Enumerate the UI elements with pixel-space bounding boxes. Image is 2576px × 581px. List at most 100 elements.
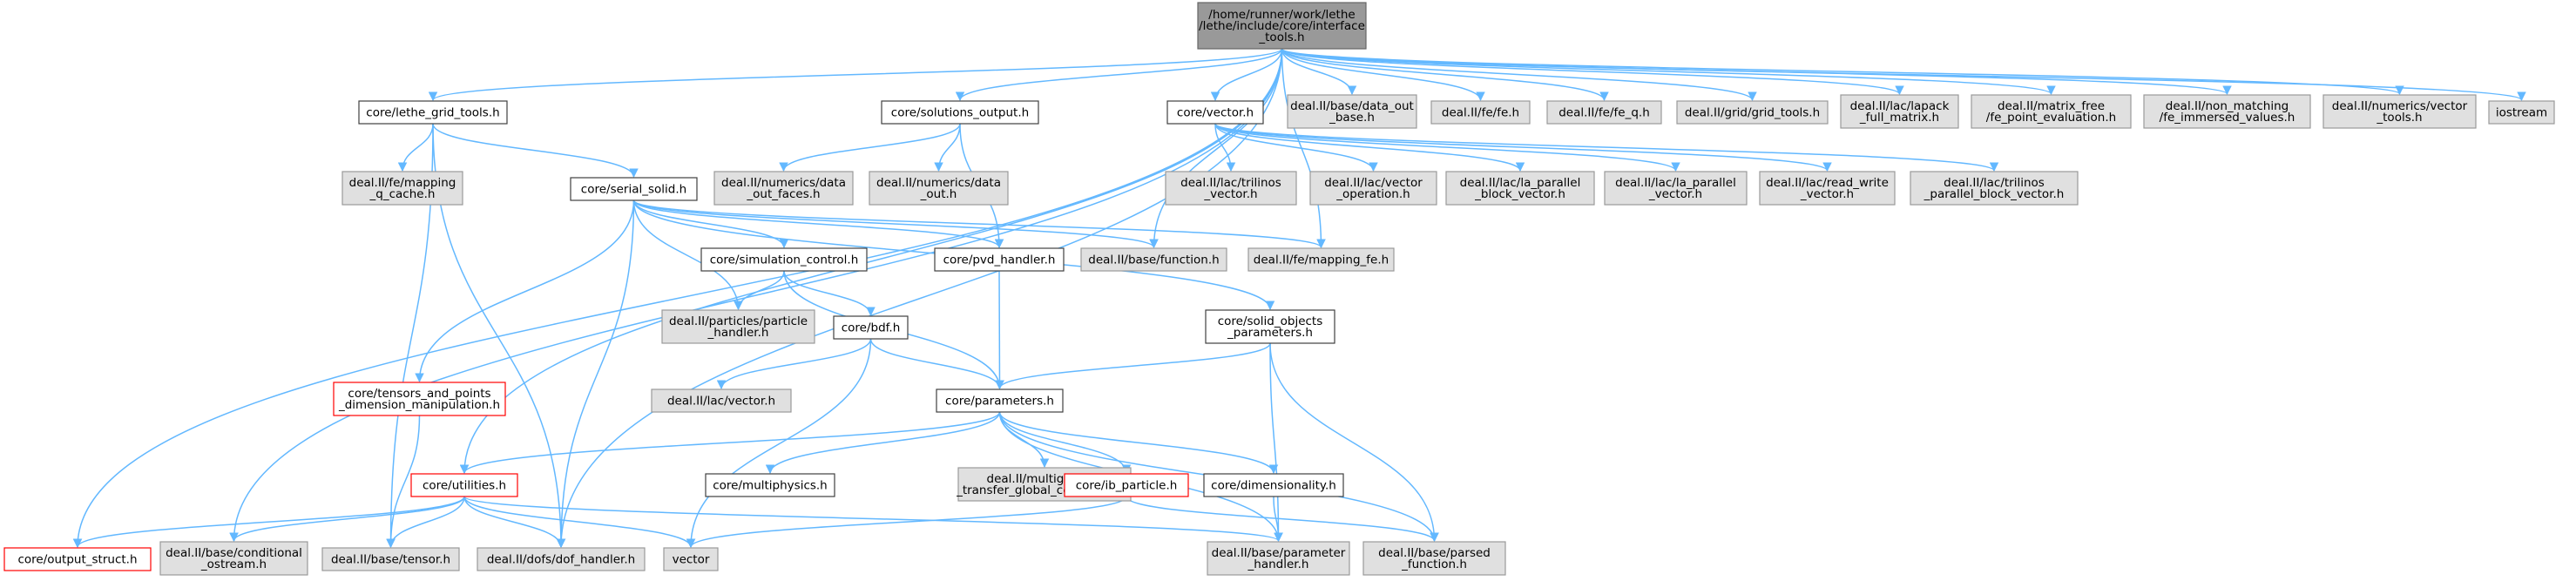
node-vector_operation[interactable]: deal.II/lac/vector_operation.h [1309,171,1437,206]
node-conditional_ostream-box [159,541,308,576]
edge-root-to-lethe_grid_tools [429,48,1283,102]
node-dof_handler-box [477,547,646,571]
node-data_out[interactable]: deal.II/numerics/data_out.h [869,171,1009,206]
node-read_write_vector-label: deal.II/lac/read_write_vector.h [1766,176,1889,201]
node-lethe_grid_tools[interactable]: core/lethe_grid_tools.h [358,100,508,125]
edge-parameters-to-multiphysics [765,411,1001,475]
node-multiphysics-label: core/multiphysics.h [713,479,828,493]
node-root[interactable]: /home/runner/work/lethe/lethe/include/co… [1197,2,1367,50]
edge-utilities-to-dof_handler [463,496,566,549]
node-simulation_control[interactable]: core/simulation_control.h [700,247,868,272]
node-output_struct[interactable]: core/output_struct.h [3,547,152,571]
edge-root-to-iostream [1281,48,2526,102]
node-read_write_vector[interactable]: deal.II/lac/read_write_vector.h [1759,171,1896,206]
node-data_out_base[interactable]: deal.II/base/data_out_base.h [1287,94,1417,129]
node-lapack-box [1840,94,1959,129]
node-utilities-label: core/utilities.h [423,479,506,493]
edge-parameters-to-dimensionality [998,411,1279,475]
node-data_out_base-label: deal.II/base/data_out_base.h [1290,99,1414,125]
node-base_tensor[interactable]: deal.II/base/tensor.h [321,547,460,571]
edge-root-to-output_struct [72,48,1283,549]
node-base_function[interactable]: deal.II/base/function.h [1080,247,1227,272]
node-tensors_and_points[interactable]: core/tensors_and_points_dimension_manipu… [333,382,506,416]
node-utilities[interactable]: core/utilities.h [410,473,518,497]
node-trilinos_parallel_block_vector[interactable]: deal.II/lac/trilinos_parallel_block_vect… [1910,171,2079,206]
node-utilities-box [410,473,518,497]
node-bdf-box [833,315,909,340]
node-grid_tools-label: deal.II/grid/grid_tools.h [1685,106,1820,120]
node-la_parallel_vector-label: deal.II/lac/la_parallel_vector.h [1615,176,1736,201]
edge-vector_h-to-read_write_vector [1214,123,1832,172]
edge-lethe_grid_tools-to-mapping_q_cache [397,123,434,172]
node-numerics_vector_tools[interactable]: deal.II/numerics/vector_tools.h [2322,94,2477,129]
node-mapping_fe-box [1247,247,1395,272]
node-matrix_free[interactable]: deal.II/matrix_free/fe_point_evaluation.… [1971,94,2132,129]
node-base_tensor-label: deal.II/base/tensor.h [331,553,450,567]
node-dof_handler[interactable]: deal.II/dofs/dof_handler.h [477,547,646,571]
node-lac_vector[interactable]: deal.II/lac/vector.h [651,388,792,413]
edge-parameters-to-ib_particle [998,411,1132,475]
node-particle_handler[interactable]: deal.II/particles/particle_handler.h [661,309,815,344]
node-grid_tools[interactable]: deal.II/grid/grid_tools.h [1676,100,1829,125]
node-bdf[interactable]: core/bdf.h [833,315,909,340]
node-pvd_handler[interactable]: core/pvd_handler.h [934,247,1065,272]
edge-solutions_output-to-data_out_faces [779,123,961,172]
node-la_parallel_block_vector[interactable]: deal.II/lac/la_parallel_block_vector.h [1445,171,1595,206]
edge-vector_h-to-la_parallel_block_vector [1214,123,1525,172]
edge-serial_solid-to-particle_handler [632,199,743,311]
node-mapping_q_cache[interactable]: deal.II/fe/mapping_q_cache.h [341,171,463,206]
node-data_out_faces[interactable]: deal.II/numerics/data_out_faces.h [713,171,854,206]
node-data_out-box [869,171,1009,206]
node-dimensionality[interactable]: core/dimensionality.h [1203,473,1344,497]
node-fe_fe[interactable]: deal.II/fe/fe.h [1430,100,1531,125]
node-vector_std[interactable]: vector [663,547,719,571]
edge-root-to-grid_tools [1281,48,1757,102]
node-parameters-box [936,388,1064,413]
node-solid_objects_parameters[interactable]: core/solid_objects_parameters.h [1205,309,1335,344]
node-solid_objects_parameters-box [1205,309,1335,344]
node-fe_q[interactable]: deal.II/fe/fe_q.h [1546,100,1662,125]
node-pvd_handler-box [934,247,1065,272]
node-parsed_function[interactable]: deal.II/base/parsed_function.h [1362,541,1506,576]
node-parameter_handler[interactable]: deal.II/base/parameter_handler.h [1207,541,1350,576]
node-mapping_q_cache-label: deal.II/fe/mapping_q_cache.h [349,176,456,201]
node-trilinos_vector[interactable]: deal.II/lac/trilinos_vector.h [1165,171,1297,206]
node-la_parallel_block_vector-label: deal.II/lac/la_parallel_block_vector.h [1460,176,1581,201]
node-vector_operation-box [1309,171,1437,206]
node-la_parallel_vector[interactable]: deal.II/lac/la_parallel_vector.h [1604,171,1748,206]
node-base_function-label: deal.II/base/function.h [1088,253,1219,267]
node-lac_vector-label: deal.II/lac/vector.h [667,395,775,409]
edge-bdf-to-vector_std [686,338,872,549]
node-parameters[interactable]: core/parameters.h [936,388,1064,413]
edge-serial_solid-to-dof_handler [556,199,635,549]
node-parameter_handler-box [1207,541,1350,576]
edge-root-to-conditional_ostream [229,48,1283,543]
edge-solid_objects_parameters-to-parameter_handler [1269,342,1283,543]
edge-root-to-vector_h [1210,48,1283,102]
node-conditional_ostream[interactable]: deal.II/base/conditional_ostream.h [159,541,308,576]
node-fe_q-box [1546,100,1662,125]
node-vector_h[interactable]: core/vector.h [1166,100,1264,125]
node-vector_std-label: vector [673,553,710,567]
node-iostream[interactable]: iostream [2488,100,2555,125]
node-lapack[interactable]: deal.II/lac/lapack_full_matrix.h [1840,94,1959,129]
edge-parameters-to-utilities [459,411,1001,475]
node-mapping_fe[interactable]: deal.II/fe/mapping_fe.h [1247,247,1395,272]
edge-simulation_control-to-bdf [783,270,876,317]
node-serial_solid[interactable]: core/serial_solid.h [570,177,698,201]
node-non_matching[interactable]: deal.II/non_matching/fe_immersed_values.… [2143,94,2311,129]
node-solutions_output[interactable]: core/solutions_output.h [881,100,1039,125]
node-parameter_handler-label: deal.II/base/parameter_handler.h [1212,546,1346,571]
node-matrix_free-label: deal.II/matrix_free/fe_point_evaluation.… [1986,99,2116,125]
node-data_out_faces-label: deal.II/numerics/data_out_faces.h [721,176,846,201]
edge-vector_h-to-trilinos_vector [1214,123,1236,172]
node-multiphysics[interactable]: core/multiphysics.h [705,473,835,497]
node-tensors_and_points-label: core/tensors_and_points_dimension_manipu… [338,387,500,412]
node-root-label: /home/runner/work/lethe/lethe/include/co… [1199,8,1365,44]
edge-vector_h-to-trilinos_parallel_block_vector [1214,123,1998,172]
edge-ib_particle-to-parsed_function [1126,496,1439,543]
node-ib_particle[interactable]: core/ib_particle.h [1064,473,1189,497]
edge-root-to-fe_q [1281,48,1609,102]
node-solutions_output-label: core/solutions_output.h [891,106,1029,120]
node-multiphysics-box [705,473,835,497]
